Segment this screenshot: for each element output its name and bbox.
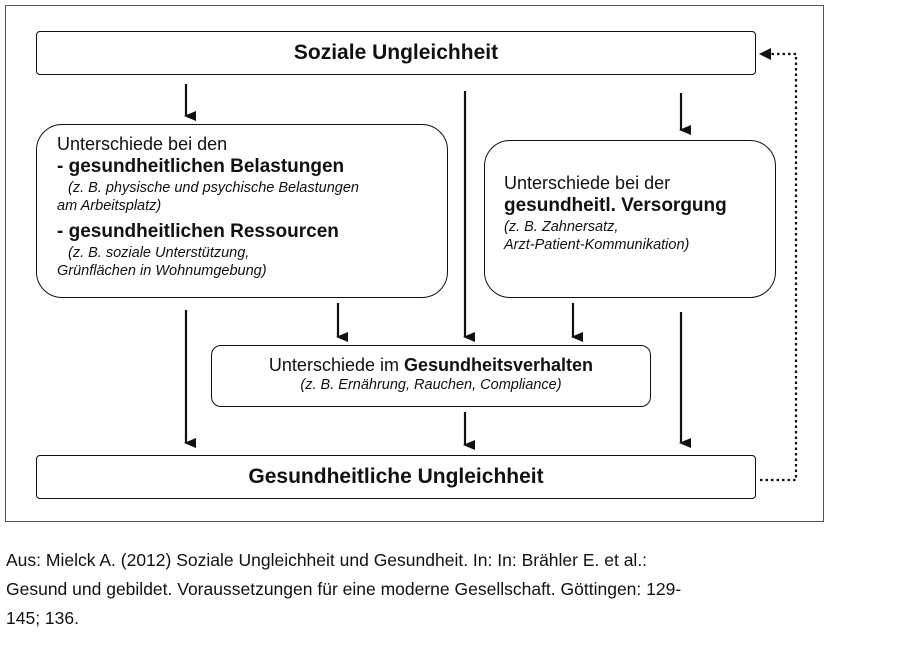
health-behaviour-title: Gesundheitsverhalten — [404, 355, 594, 375]
health-burdens-example-1: (z. B. physische und psychische Belastun… — [68, 180, 359, 196]
health-resources-example-2: Grünflächen in Wohnumgebung) — [57, 263, 267, 279]
left-box-intro: Unterschiede bei den — [57, 134, 228, 154]
health-burdens-example-2: am Arbeitsplatz) — [57, 198, 162, 214]
health-care-example-1: (z. B. Zahnersatz, — [504, 219, 619, 235]
caption-line-2: Gesund und gebildet. Voraussetzungen für… — [6, 579, 682, 599]
health-behaviour-example: (z. B. Ernährung, Rauchen, Compliance) — [300, 377, 562, 393]
burdens-resources-box: Unterschiede bei den - gesundheitlichen … — [36, 124, 448, 298]
health-behaviour-intro: Unterschiede im — [268, 355, 399, 375]
social-inequality-box: Soziale Ungleichheit — [36, 31, 756, 75]
health-inequality-label: Gesundheitliche Ungleichheit — [248, 465, 544, 488]
health-care-box: Unterschiede bei der gesundheitl. Versor… — [484, 140, 776, 298]
health-inequality-box: Gesundheitliche Ungleichheit — [36, 455, 756, 499]
caption-line-1: Aus: Mielck A. (2012) Soziale Ungleichhe… — [6, 550, 648, 570]
health-resources-title: - gesundheitlichen Ressourcen — [57, 221, 339, 242]
health-resources-example-1: (z. B. soziale Unterstützung, — [68, 245, 250, 261]
source-caption: Aus: Mielck A. (2012) Soziale Ungleichhe… — [6, 546, 901, 633]
health-care-example-2: Arzt-Patient-Kommunikation) — [504, 237, 690, 253]
health-behaviour-box: Unterschiede im Gesundheitsverhalten (z.… — [211, 345, 651, 407]
health-behaviour-heading: Unterschiede im Gesundheitsverhalten — [212, 354, 650, 376]
health-care-title: gesundheitl. Versorgung — [504, 195, 727, 216]
caption-line-3: 145; 136. — [6, 608, 79, 628]
social-inequality-label: Soziale Ungleichheit — [293, 41, 499, 64]
feedback-dotted-line — [760, 52, 798, 482]
right-box-intro: Unterschiede bei der — [504, 173, 671, 193]
feedback-arrowhead — [759, 48, 771, 60]
health-burdens-title: - gesundheitlichen Belastungen — [57, 156, 345, 177]
diagram-frame — [5, 5, 824, 522]
